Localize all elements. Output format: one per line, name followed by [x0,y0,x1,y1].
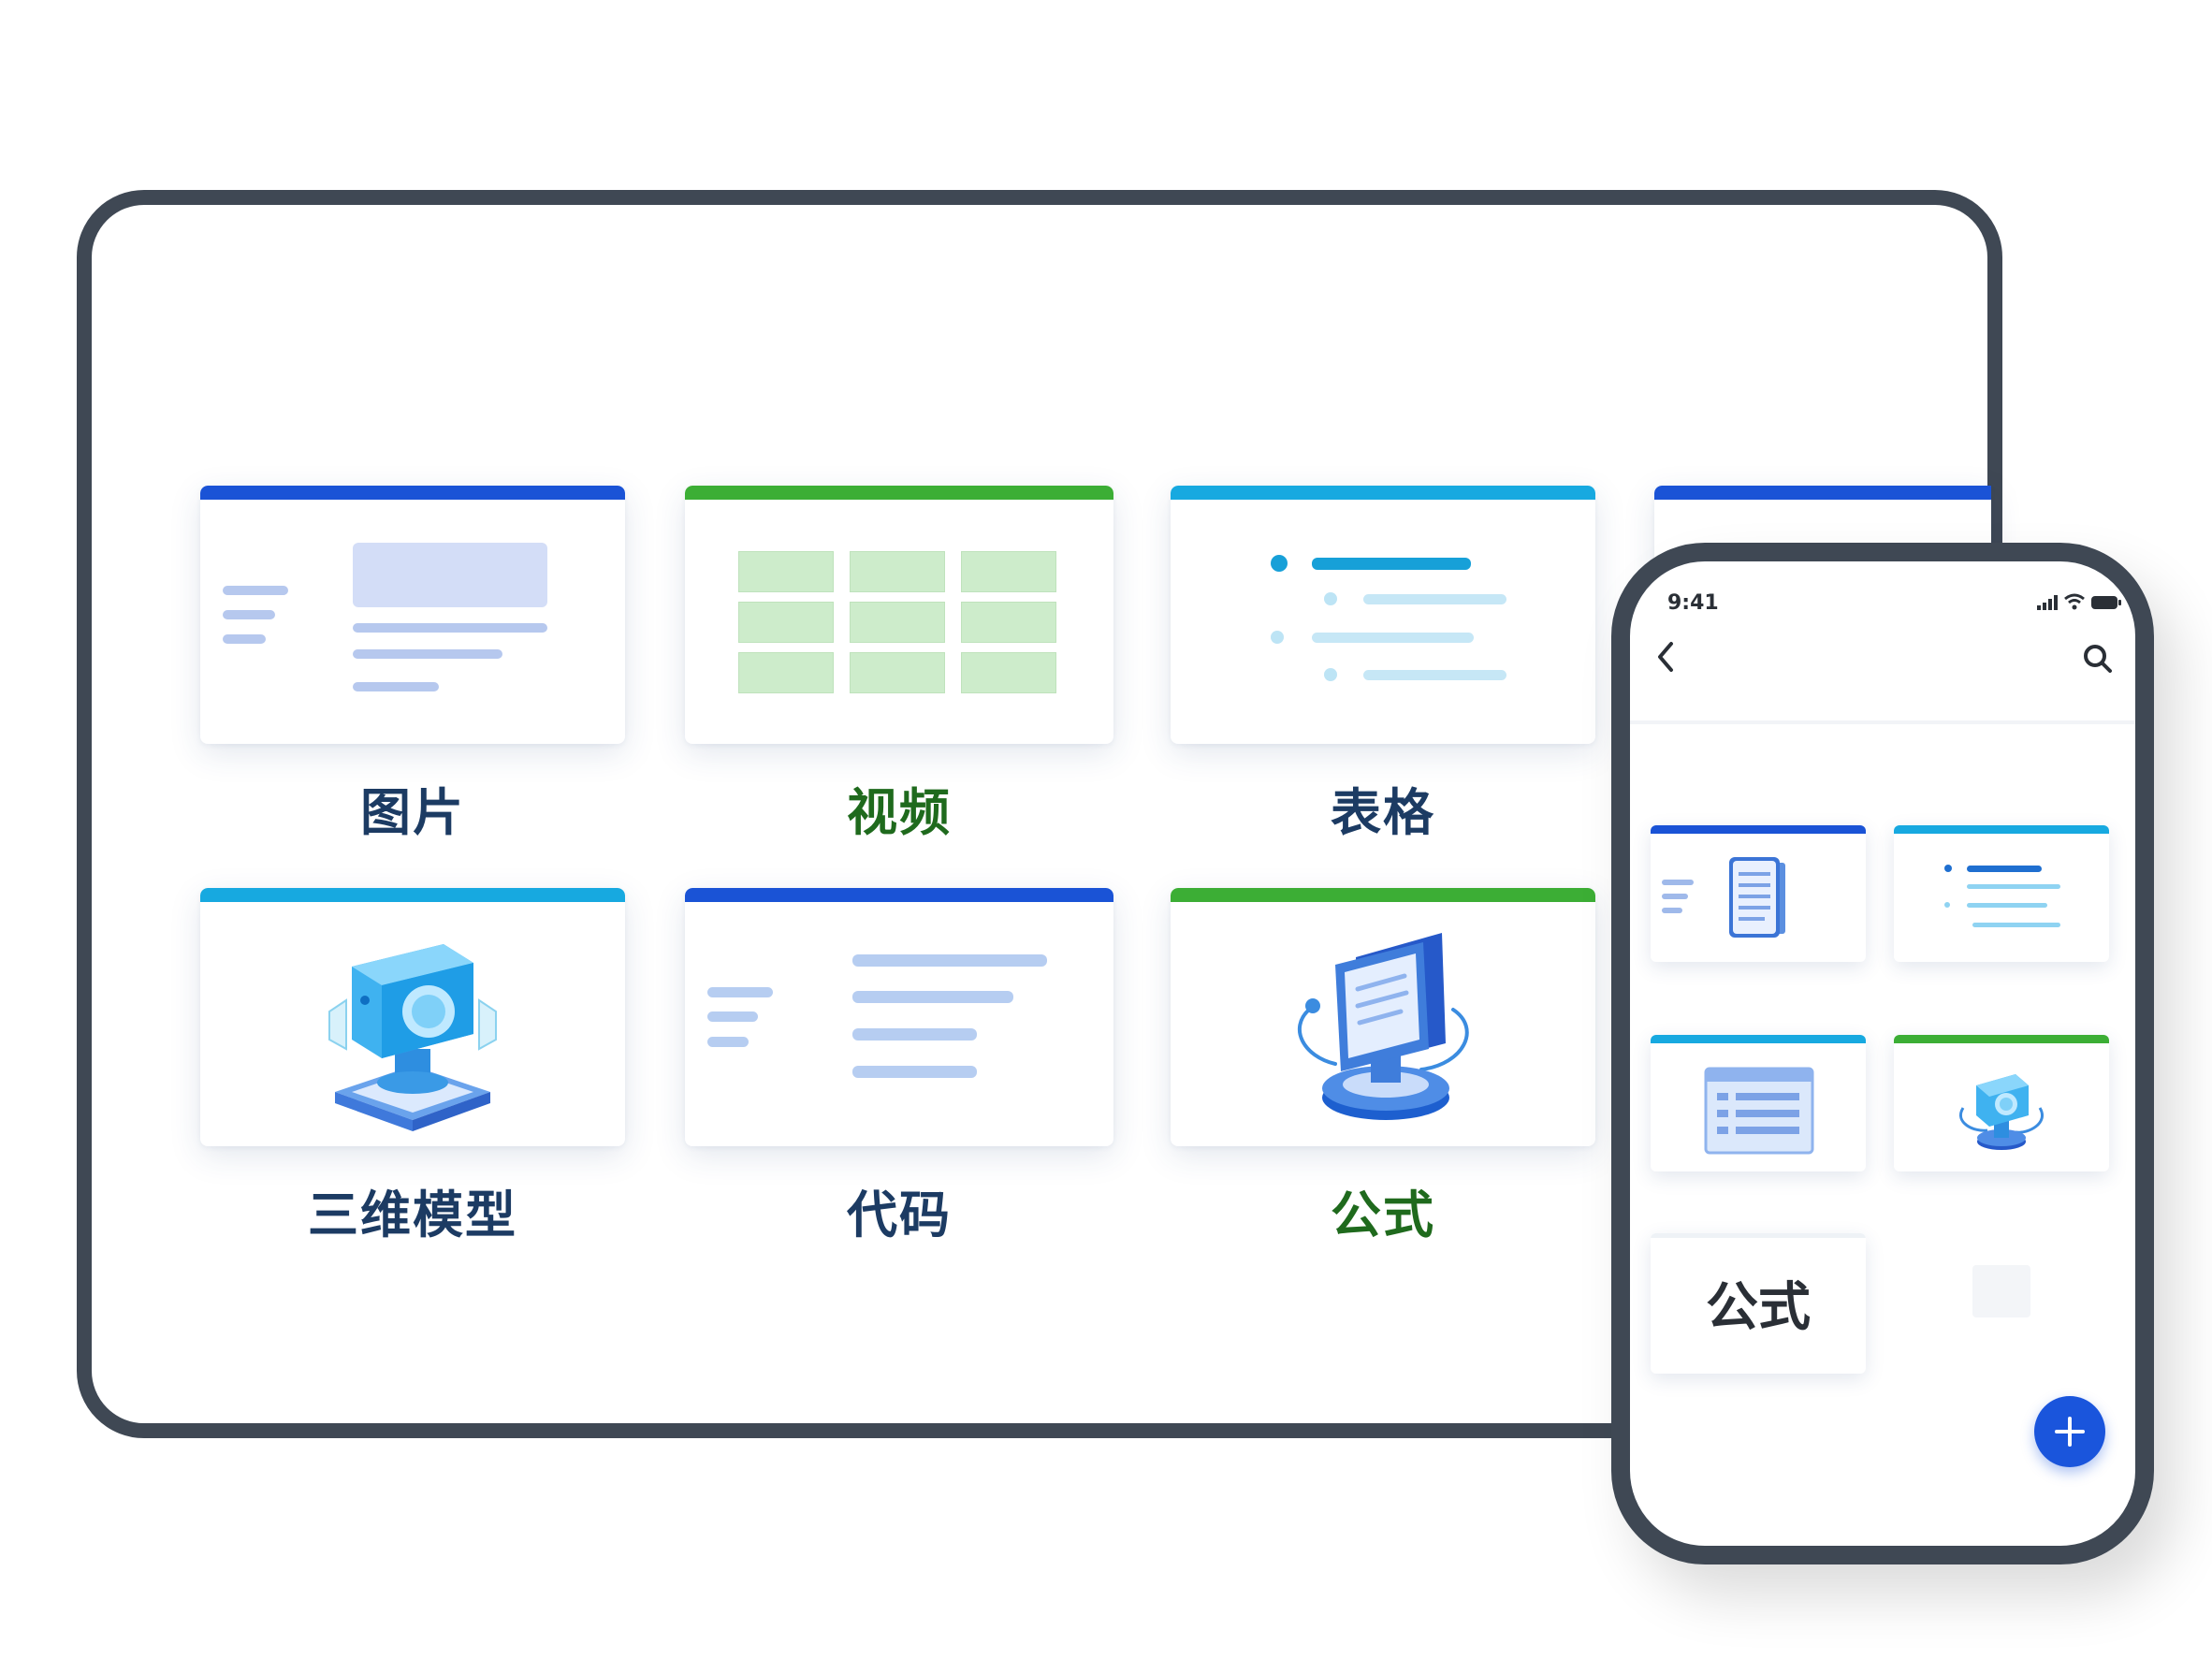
text-line [353,649,502,659]
text-line [223,610,275,619]
card-top-bar [1894,1035,2109,1043]
monitor-icon [1297,933,1469,1120]
bullet-dot [1324,668,1337,681]
list-line [1363,594,1506,604]
card-top-bar [1651,825,1866,834]
text-line [353,682,439,691]
phone-frame: 9:41 [1611,543,2154,1564]
code-line [707,987,773,997]
plus-icon [2055,1417,2085,1447]
card-top-bar [200,888,625,902]
text-line [223,634,266,644]
code-line [707,1037,749,1047]
text-line [223,586,288,595]
bullet-dot [1324,592,1337,605]
code-line [852,991,1013,1003]
status-time: 9:41 [1667,591,1719,615]
card-3d-model[interactable] [200,888,625,1146]
card-video[interactable] [685,486,1113,744]
list-line [1967,903,2047,908]
bullet-dot [1944,865,1952,872]
phone-card-table[interactable] [1651,1035,1866,1171]
battery-icon [2091,596,2121,609]
code-line [852,1066,977,1078]
text-line [1662,894,1688,899]
signal-icon [2037,595,2058,610]
card-top-bar [1654,486,1991,500]
phone-card-document[interactable] [1651,825,1866,962]
card-top-bar [200,486,625,500]
list-line [1312,558,1471,570]
card-table-label: 表格 [1331,783,1435,842]
grid-cell [850,652,945,693]
wifi-icon [2064,593,2085,610]
grid-cell [738,652,834,693]
card-table[interactable] [1171,486,1595,744]
document-icon [1729,857,1785,938]
card-code-label: 代码 [847,1186,952,1244]
grid-cell [961,652,1056,693]
card-top-bar [1894,825,2109,834]
phone-card-list[interactable] [1894,825,2109,962]
list-line [1363,670,1506,680]
table-icon [1704,1067,1814,1155]
list-line [1972,923,2060,927]
card-top-bar [1171,888,1595,902]
card-image[interactable] [200,486,625,744]
3d-camera-icon [1959,1074,2044,1150]
card-top-bar [1171,486,1595,500]
code-line [707,1011,758,1022]
phone-card-formula[interactable]: 公式 [1651,1233,1866,1374]
card-image-label: 图片 [360,783,465,842]
card-top-bar [685,486,1113,500]
card-formula[interactable] [1171,888,1595,1146]
grid-cell [850,602,945,643]
back-chevron-icon[interactable] [1652,638,1681,676]
grid-cell [961,602,1056,643]
code-line [852,1028,977,1041]
text-line [1662,880,1694,885]
code-line [852,954,1047,967]
grid-cell [850,551,945,592]
card-video-label: 视频 [847,783,952,842]
card-code[interactable] [685,888,1113,1146]
image-placeholder [353,543,547,607]
card-3d-model-label: 三维模型 [308,1186,517,1244]
card-top-bar [1651,1233,1866,1238]
list-line [1312,633,1474,643]
card-formula-label: 公式 [1331,1186,1435,1244]
add-fab-button[interactable] [2034,1396,2105,1467]
header-divider [1630,720,2135,724]
grid-cell [738,551,834,592]
3d-camera-icon [328,944,497,1131]
bullet-dot [1271,555,1288,572]
grid-cell [961,551,1056,592]
list-line [1967,866,2042,872]
bullet-dot [1944,902,1950,908]
search-icon[interactable] [2081,642,2115,676]
text-line [1662,908,1682,913]
list-line [1967,884,2060,889]
bullet-dot [1271,631,1284,644]
text-line [353,623,547,633]
card-top-bar [1651,1035,1866,1043]
placeholder-square [1972,1265,2030,1317]
card-top-bar [685,888,1113,902]
grid-cell [738,602,834,643]
phone-card-3d[interactable] [1894,1035,2109,1171]
phone-formula-label: 公式 [1706,1277,1811,1338]
